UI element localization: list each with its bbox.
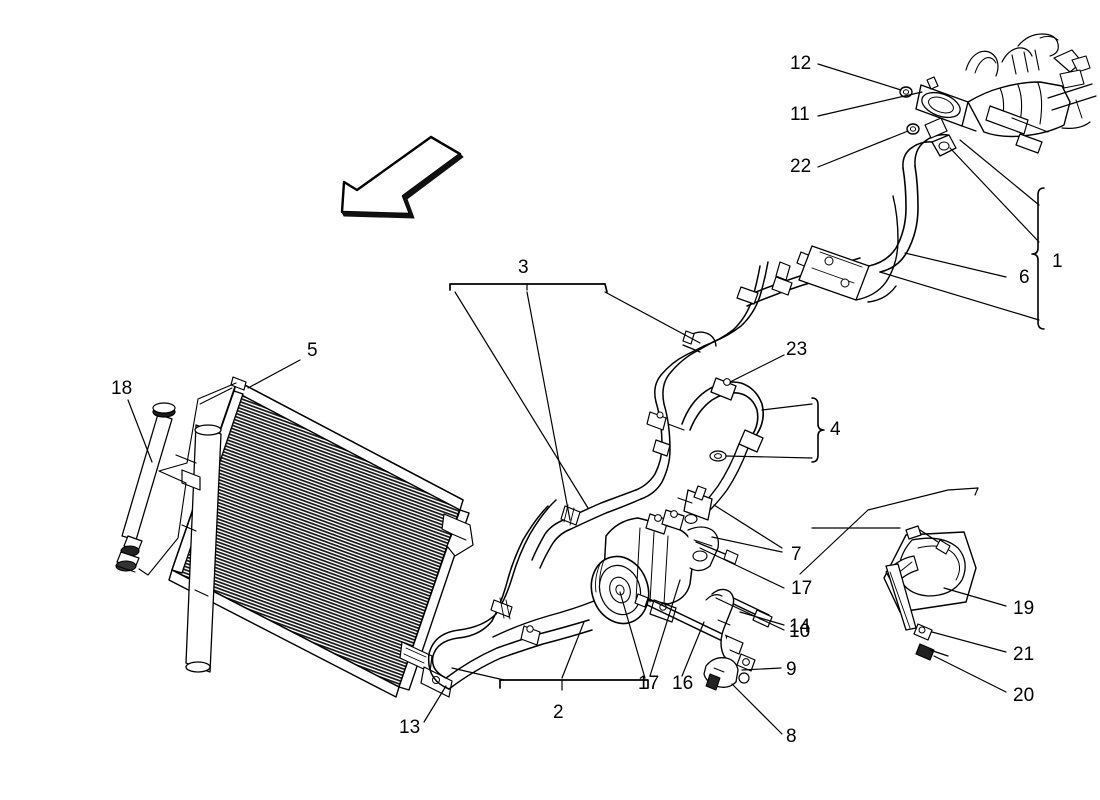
callout-label-11: 11 bbox=[790, 104, 810, 125]
callout-label-9: 9 bbox=[786, 659, 797, 680]
callout-label-13: 13 bbox=[399, 717, 421, 738]
callout-label-1: 1 bbox=[1052, 251, 1063, 272]
refrigerant-hose-mid bbox=[531, 341, 714, 569]
callout-label-19: 19 bbox=[1013, 598, 1035, 619]
callout-label-14: 14 bbox=[789, 616, 811, 637]
callout-label-10: 10 bbox=[789, 621, 811, 642]
callout-label-17-left: 17 bbox=[638, 673, 660, 694]
receiver-drier-tube-part bbox=[115, 382, 237, 576]
refrigerant-hose-lower bbox=[427, 499, 595, 690]
callout-label-20: 20 bbox=[1013, 685, 1035, 706]
callout-label-3: 3 bbox=[518, 257, 529, 278]
compressor-shield-part bbox=[883, 525, 977, 661]
callout-label-22: 22 bbox=[790, 156, 812, 177]
callout-label-8: 8 bbox=[786, 726, 797, 747]
callout-label-6: 6 bbox=[1019, 267, 1030, 288]
callout-label-16: 16 bbox=[672, 673, 694, 694]
refrigerant-hose-upper bbox=[681, 86, 957, 511]
fastener-parts bbox=[634, 541, 773, 691]
callout-label-23: 23 bbox=[786, 339, 808, 360]
callout-label-18: 18 bbox=[111, 378, 133, 399]
compressor-part bbox=[590, 485, 720, 625]
leader-lines bbox=[127, 63, 1045, 735]
callout-label-2: 2 bbox=[553, 702, 564, 723]
engine-manifold-part bbox=[915, 33, 1097, 154]
callout-label-4: 4 bbox=[830, 419, 841, 440]
callout-label-5: 5 bbox=[307, 340, 318, 361]
callout-label-12: 12 bbox=[790, 53, 812, 74]
callout-label-21: 21 bbox=[1013, 644, 1035, 665]
callout-label-17-right: 17 bbox=[791, 578, 813, 599]
condenser-part bbox=[168, 376, 474, 698]
callout-label-7: 7 bbox=[791, 544, 802, 565]
orientation-arrow-icon bbox=[340, 135, 464, 219]
